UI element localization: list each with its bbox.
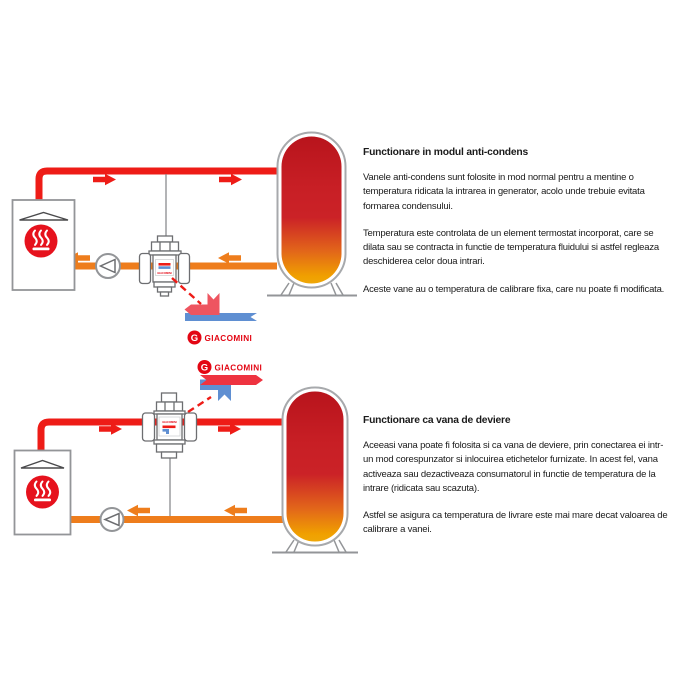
storage-tank <box>272 386 358 554</box>
diagram-diverting-mode: G GIACOMINI <box>13 360 358 554</box>
giacomini-logo-mark <box>187 330 202 345</box>
section-paragraph: Aceste vane au o temperatura de calibrar… <box>363 283 665 295</box>
section-title: Functionare ca vana de deviere <box>363 415 511 426</box>
section-deviere-text: Functionare ca vana de deviere Aceeasi v… <box>363 415 700 538</box>
diverting-valve: GIACOMINI <box>141 392 198 459</box>
giacomini-logo-mark <box>197 360 212 374</box>
pump <box>99 507 125 532</box>
flow-arrow-right-icon <box>219 173 242 186</box>
hot-flow-ribbon <box>184 293 220 315</box>
tank-leg <box>333 539 347 553</box>
boiler-vent-icon <box>20 459 65 469</box>
tank-leg <box>285 539 300 553</box>
section-paragraph: Aceeasi vana poate fi folosita si ca van… <box>363 440 664 494</box>
boiler <box>13 449 72 536</box>
boiler-flame-icon <box>24 224 58 258</box>
flow-arrow-left-icon <box>127 504 150 517</box>
section-paragraph: Temperatura este controlata de un elemen… <box>363 227 659 268</box>
section-paragraph: Astfel se asigura ca temperatura de livr… <box>363 510 668 536</box>
boiler-vent-icon <box>19 211 69 221</box>
supply-pipe-red <box>35 167 277 205</box>
callout-dashed-arrow <box>171 277 202 305</box>
flow-arrow-right-icon <box>99 423 122 435</box>
anti-condens-valve: GIACOMINI <box>138 235 191 297</box>
giacomini-logo-text: GIACOMINI <box>215 364 263 373</box>
valve-label-brand: GIACOMINI <box>157 271 172 275</box>
valve-label: GIACOMINI <box>155 259 174 276</box>
boiler-flame-icon <box>26 475 59 509</box>
section-anti-condens-text: Functionare in modul anti-condens Vanele… <box>363 147 700 297</box>
pump-direction-icon <box>103 512 120 527</box>
flow-arrow-right-icon <box>218 423 241 435</box>
boiler <box>11 199 76 291</box>
flow-arrow-right-icon <box>93 173 116 186</box>
valve-label-brand: GIACOMINI <box>162 420 177 424</box>
section-title: Functionare in modul anti-condens <box>363 147 529 158</box>
giacomini-logo: G GIACOMINI <box>187 330 253 345</box>
tank-leg <box>280 282 295 296</box>
pump <box>95 253 121 279</box>
valve-label: GIACOMINI <box>158 416 181 437</box>
giacomini-logo: G GIACOMINI <box>197 360 263 374</box>
diagram-anti-condens-mode: GIACOMINI G GIACOMINI <box>11 131 357 345</box>
flow-mode-symbol-anti-condens <box>184 293 257 321</box>
flow-mode-symbol-deviere <box>200 375 263 401</box>
giacomini-logo-text: GIACOMINI <box>205 334 253 343</box>
storage-tank <box>267 131 357 297</box>
callout-dashed-arrow <box>187 395 212 414</box>
giacomini-logo-letter: G <box>191 333 198 344</box>
hot-flow-ribbon <box>200 375 263 385</box>
tank-leg <box>330 282 344 296</box>
section-paragraph: Vanele anti-condens sunt folosite in mod… <box>363 172 645 212</box>
flow-arrow-left-icon <box>218 252 241 264</box>
giacomini-logo-letter: G <box>201 362 208 373</box>
pump-direction-icon <box>98 258 116 274</box>
flow-arrow-left-icon <box>224 504 247 517</box>
supply-pipe-red <box>37 418 283 452</box>
